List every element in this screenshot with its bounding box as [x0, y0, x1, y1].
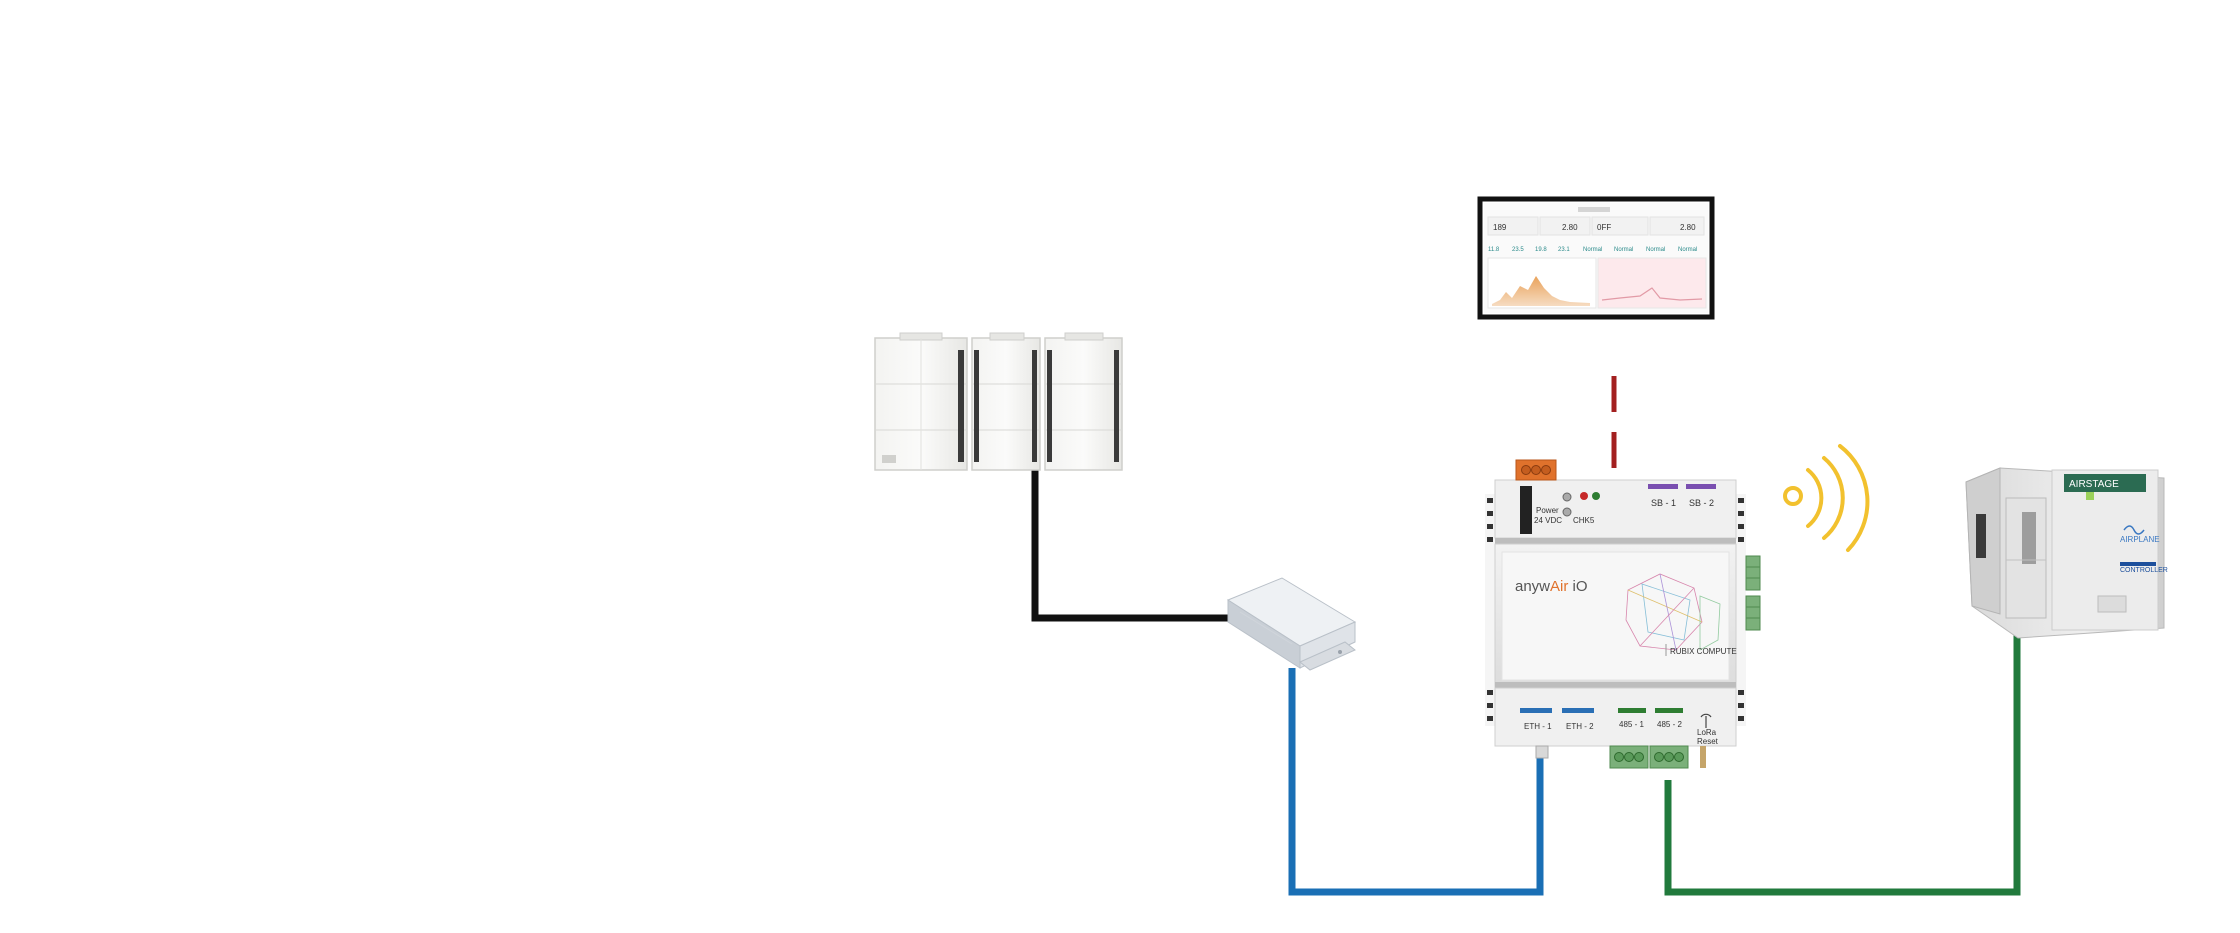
- controller-brand: anywAir iO: [1515, 578, 1588, 595]
- dash-metric-1: 11.8: [1488, 247, 1500, 253]
- dash-status-4: Normal: [1678, 247, 1697, 253]
- led-label: CHK5: [1573, 516, 1595, 525]
- connection-wires: [1031, 376, 2021, 896]
- protocol-gateway: [1226, 577, 1357, 671]
- controller-side-terminals: [1485, 494, 1746, 726]
- dash-metric-2: 23.5: [1512, 247, 1524, 253]
- svg-text:anywAir iO: anywAir iO: [1515, 578, 1588, 595]
- vrf-unit-2: [971, 332, 1041, 471]
- status-led-red: [1580, 492, 1588, 500]
- port-sb2-label: SB - 2: [1689, 498, 1714, 508]
- dash-value-3: 0FF: [1597, 223, 1611, 232]
- status-led-green: [1592, 492, 1600, 500]
- ahu-logo-1: AIRPLANE: [2120, 535, 2160, 544]
- port-4851-label: 485 - 1: [1619, 720, 1644, 729]
- controller-top-section: [1494, 479, 1737, 539]
- geometric-pattern: [1625, 573, 1721, 651]
- dash-value-4: 2.80: [1680, 223, 1696, 232]
- antenna-icon: [1700, 713, 1712, 728]
- port-eth2-label: ETH - 2: [1566, 722, 1594, 731]
- dash-metric-4: 23.1: [1558, 247, 1570, 253]
- controller-bottom-section: [1494, 687, 1737, 747]
- dash-status-2: Normal: [1614, 247, 1633, 253]
- dashboard-tiles-row1: 189 2.80 0FF 2.80: [1487, 216, 1705, 236]
- port-4852-label: 485 - 2: [1657, 720, 1682, 729]
- brand-prefix: anyw: [1515, 578, 1550, 595]
- wireless-signal-icon: [1783, 444, 1870, 552]
- port-sb1-label: SB - 1: [1651, 498, 1676, 508]
- wire-blue-gateway-to-eth1: [1288, 668, 1544, 896]
- rs485-terminal-1: [1609, 745, 1649, 769]
- port-lora-label: LoRa: [1697, 728, 1717, 737]
- power-voltage-label: 24 VDC: [1534, 516, 1562, 525]
- dashboard-charts: [1487, 257, 1707, 309]
- wire-black-vrf-to-gateway: [1031, 470, 1228, 622]
- dash-metric-3: 19.8: [1535, 247, 1547, 253]
- port-lora-sub-label: Reset: [1697, 737, 1719, 746]
- dash-value-2: 2.80: [1562, 223, 1578, 232]
- dash-status-1: Normal: [1583, 247, 1602, 253]
- rs485-terminal-2: [1649, 745, 1689, 769]
- brand-suffix: iO: [1568, 578, 1587, 595]
- vrf-unit-1: [874, 332, 968, 471]
- wire-green-485-to-ahu: [1664, 612, 2021, 896]
- dash-value-1: 189: [1493, 223, 1507, 232]
- brand-highlight: Air: [1550, 578, 1568, 595]
- controller-subtitle: RUBIX COMPUTE: [1670, 647, 1737, 656]
- dashboard-monitor: 189 2.80 0FF 2.80 11.8 23.5 19.8 23.1 No…: [1477, 196, 1715, 320]
- dash-status-3: Normal: [1646, 247, 1665, 253]
- power-label: Power: [1536, 506, 1559, 515]
- dashboard-tiles-row2: 11.8 23.5 19.8 23.1 Normal Normal Normal…: [1488, 247, 1697, 253]
- ahu-logo-2: CONTROLLER: [2120, 567, 2168, 574]
- vrf-outdoor-units: [874, 332, 1123, 471]
- ahu-badge: AIRSTAGE: [2069, 479, 2119, 490]
- port-eth1-label: ETH - 1: [1524, 722, 1552, 731]
- vrf-unit-3: [1044, 332, 1123, 471]
- power-terminal: [1515, 459, 1557, 481]
- ahu-unit: AIRSTAGE AIRPLANE CONTROLLER: [1965, 467, 2168, 639]
- controller: Power 24 VDC CHK5 SB - 1 SB - 2 anywAir …: [1485, 459, 1761, 769]
- side-terminal-right: [1745, 555, 1761, 631]
